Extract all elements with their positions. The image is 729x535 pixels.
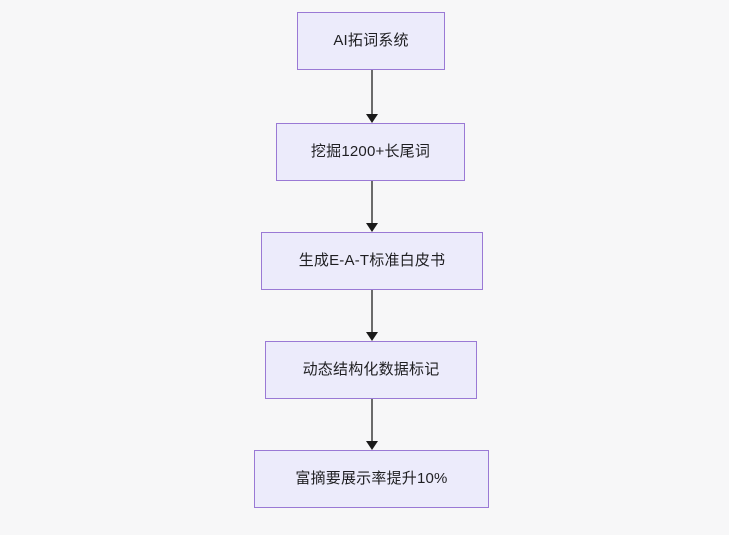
connector-line: [371, 399, 373, 441]
connector-node1-node2: [360, 70, 384, 123]
connector-node3-node4: [360, 290, 384, 341]
flow-node-generate-eat-whitepaper[interactable]: 生成E-A-T标准白皮书: [261, 232, 483, 290]
connector-line: [371, 290, 373, 332]
connector-node2-node3: [360, 181, 384, 232]
flow-node-label: AI拓词系统: [333, 32, 409, 49]
flow-node-label: 动态结构化数据标记: [302, 361, 440, 378]
connector-line: [371, 70, 373, 114]
connector-node4-node5: [360, 399, 384, 450]
flow-node-mine-longtail-keywords[interactable]: 挖掘1200+长尾词: [276, 123, 465, 181]
connector-line: [371, 181, 373, 223]
flow-node-rich-snippet-impression-lift[interactable]: 富摘要展示率提升10%: [254, 450, 489, 508]
arrowhead-icon: [366, 332, 378, 341]
arrowhead-icon: [366, 441, 378, 450]
arrowhead-icon: [366, 114, 378, 123]
flow-node-label: 富摘要展示率提升10%: [295, 470, 448, 487]
flow-node-ai-keyword-system[interactable]: AI拓词系统: [297, 12, 445, 70]
flow-node-label: 挖掘1200+长尾词: [310, 143, 431, 160]
flow-node-label: 生成E-A-T标准白皮书: [298, 252, 446, 269]
arrowhead-icon: [366, 223, 378, 232]
flow-node-dynamic-structured-data-markup[interactable]: 动态结构化数据标记: [265, 341, 477, 399]
